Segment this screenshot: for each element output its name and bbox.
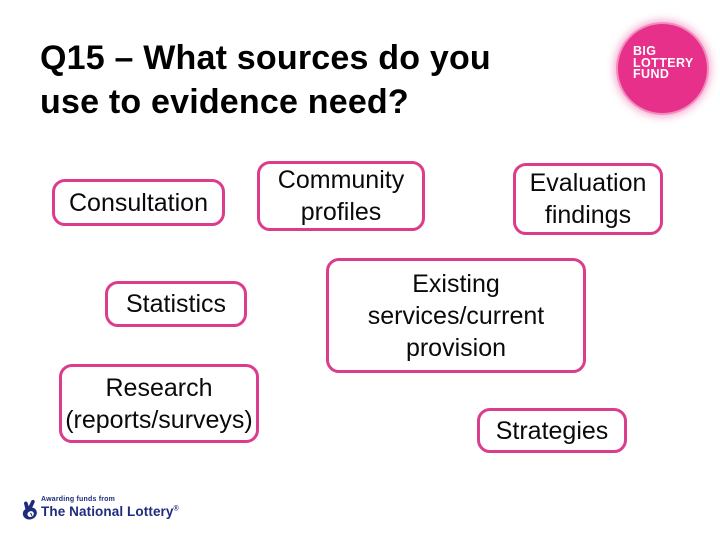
big-lottery-fund-logo: BIG LOTTERY FUND — [618, 24, 707, 113]
big-lottery-fund-logo-text: BIG LOTTERY FUND — [633, 44, 694, 81]
registered-trademark-symbol: ® — [173, 505, 179, 513]
box-existing-services: Existing services/current provision — [326, 258, 586, 373]
box-research-reports-surveys: Research (reports/surveys) — [59, 364, 259, 443]
awarding-funds-tagline: Awarding funds from — [41, 496, 116, 503]
national-lottery-logo: Awarding funds from The National Lottery… — [21, 496, 179, 520]
national-lottery-text-block: Awarding funds from The National Lottery… — [41, 496, 179, 519]
box-strategies: Strategies — [477, 408, 627, 453]
box-statistics: Statistics — [105, 281, 247, 327]
box-consultation: Consultation — [52, 179, 225, 226]
box-community-profiles: Community profiles — [257, 161, 425, 231]
crossed-fingers-icon — [22, 499, 37, 520]
national-lottery-brand-text: The National Lottery — [41, 504, 174, 519]
national-lottery-wordmark: The National Lottery® — [41, 504, 179, 519]
slide-title: Q15 – What sources do you use to evidenc… — [40, 39, 491, 121]
box-evaluation-findings: Evaluation findings — [513, 163, 663, 235]
